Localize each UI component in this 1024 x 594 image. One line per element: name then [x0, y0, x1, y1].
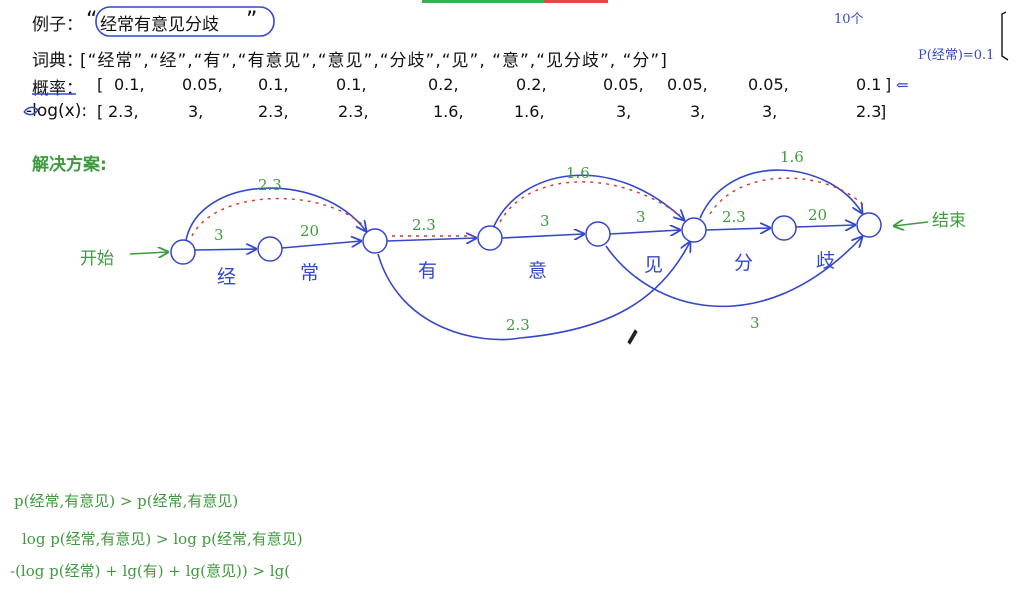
- log-value: 3,: [188, 102, 204, 121]
- graph-node-after-fen: [771, 215, 797, 241]
- graph-node-after-yi: [585, 221, 611, 247]
- example-quote-close: ”: [246, 8, 258, 33]
- edge-label-you: 2.3: [412, 216, 436, 234]
- graph-char: 经: [217, 266, 237, 288]
- prob-bracket-close: ]: [885, 75, 892, 94]
- graph-node-end: [856, 212, 882, 238]
- log-label: -log(x):: [26, 101, 88, 121]
- prob-value: 0.05,: [182, 75, 223, 94]
- prob-value: 0.2,: [516, 75, 547, 94]
- edge-jianfenqi: [605, 237, 862, 308]
- bottom-note-line-1: p(经常,有意见) > p(经常,有意见): [14, 492, 239, 510]
- prob-bracket-open: [: [97, 75, 104, 94]
- graph-char: 有: [418, 260, 438, 282]
- graph-node-start: [170, 239, 196, 265]
- log-minus-mark: [23, 106, 40, 116]
- graph-char: 歧: [816, 250, 836, 272]
- dict-label: 词典：: [32, 51, 83, 71]
- graph-node-after-jian: [681, 217, 707, 243]
- prob-value: 0.2,: [428, 75, 459, 94]
- example-quote-open: “: [86, 8, 98, 33]
- prob-value: 0.1,: [336, 75, 367, 94]
- log-value: 2.3,: [338, 102, 369, 121]
- end-arrow: [894, 222, 929, 226]
- log-value: 3,: [762, 102, 778, 121]
- pointer-arrow-note: ⇐: [896, 76, 909, 94]
- log-value: 1.6,: [433, 102, 464, 121]
- prob-value: 0.05,: [603, 75, 644, 94]
- toolbar-strip-red: [544, 0, 608, 3]
- edge-fen: [705, 228, 770, 230]
- edge-label-yijian: 1.6: [566, 164, 590, 182]
- edge-label-jianfenqi: 3: [750, 314, 760, 332]
- graph-char: 分: [734, 252, 754, 274]
- log-bracket-open: [: [97, 102, 104, 121]
- edge-yijian: [493, 174, 684, 227]
- best-path-segment-4: [709, 177, 865, 215]
- edge-jingchang: [185, 187, 366, 241]
- pen-cursor-icon: [627, 329, 638, 345]
- sentence-highlight-box: [95, 6, 275, 37]
- edge-label-jing: 3: [214, 226, 224, 244]
- log-value: 2.3: [856, 102, 882, 121]
- best-path-segment-3: [499, 181, 681, 223]
- example-label: 例子：: [32, 15, 83, 35]
- probability-note: P(经常)=0.1: [918, 48, 995, 63]
- start-arrow: [129, 252, 168, 254]
- log-value: 1.6,: [514, 102, 545, 121]
- prob-value: 0.05,: [748, 75, 789, 94]
- edge-yi: [501, 234, 584, 238]
- edge-fenqi: [699, 169, 862, 219]
- toolbar-strip-green: [422, 0, 544, 3]
- graph-char: 见: [644, 254, 664, 276]
- graph-node-after-chang: [362, 228, 388, 254]
- edge-label-youyijian: 2.3: [506, 316, 530, 334]
- log-bracket-close: ]: [880, 102, 887, 121]
- best-path-segment-1: [191, 197, 365, 237]
- log-value: 3,: [616, 102, 632, 121]
- log-value: 3,: [690, 102, 706, 121]
- end-label: 结束: [932, 211, 966, 231]
- example-sentence: 经常有意见分歧: [100, 15, 219, 35]
- prob-value: 0.05,: [667, 75, 708, 94]
- prob-value: 0.1: [856, 75, 882, 94]
- dict-list: [“经常”,“经”,“有”,“有意见”,“意见”,“分歧”,“见”, “意”,“…: [80, 51, 668, 71]
- edge-youyijian: [377, 242, 690, 341]
- edge-label-fenqi: 1.6: [780, 148, 804, 166]
- edge-jian: [609, 230, 680, 234]
- graph-node-after-jing: [257, 236, 283, 262]
- edge-label-qi: 20: [808, 206, 828, 224]
- log-value: 2.3,: [258, 102, 289, 121]
- edge-chang: [281, 241, 361, 249]
- solution-title: 解决方案:: [32, 155, 107, 175]
- edge-label-jingchang: 2.3: [258, 176, 282, 194]
- graph-node-after-you: [477, 225, 503, 251]
- count-note: 10个: [834, 12, 864, 27]
- bracket-mark-right: [1001, 11, 1009, 61]
- edge-label-chang: 20: [300, 222, 320, 240]
- bottom-note-line-2: log p(经常,有意见) > log p(经常,有意见): [22, 530, 303, 548]
- start-label: 开始: [80, 249, 114, 269]
- edge-you: [386, 238, 476, 241]
- edge-label-yi: 3: [540, 212, 550, 230]
- graph-char: 常: [300, 262, 320, 284]
- graph-char: 意: [528, 260, 548, 282]
- edge-label-jian: 3: [636, 208, 646, 226]
- edge-jing: [194, 249, 256, 250]
- prob-value: 0.1,: [114, 75, 145, 94]
- bottom-note-line-3: -(log p(经常) + lg(有) + lg(意见)) > lg(: [10, 562, 291, 580]
- log-value: 2.3,: [108, 102, 139, 121]
- prob-value: 0.1,: [258, 75, 289, 94]
- edge-label-fen: 2.3: [722, 208, 746, 226]
- edge-qi: [795, 225, 855, 227]
